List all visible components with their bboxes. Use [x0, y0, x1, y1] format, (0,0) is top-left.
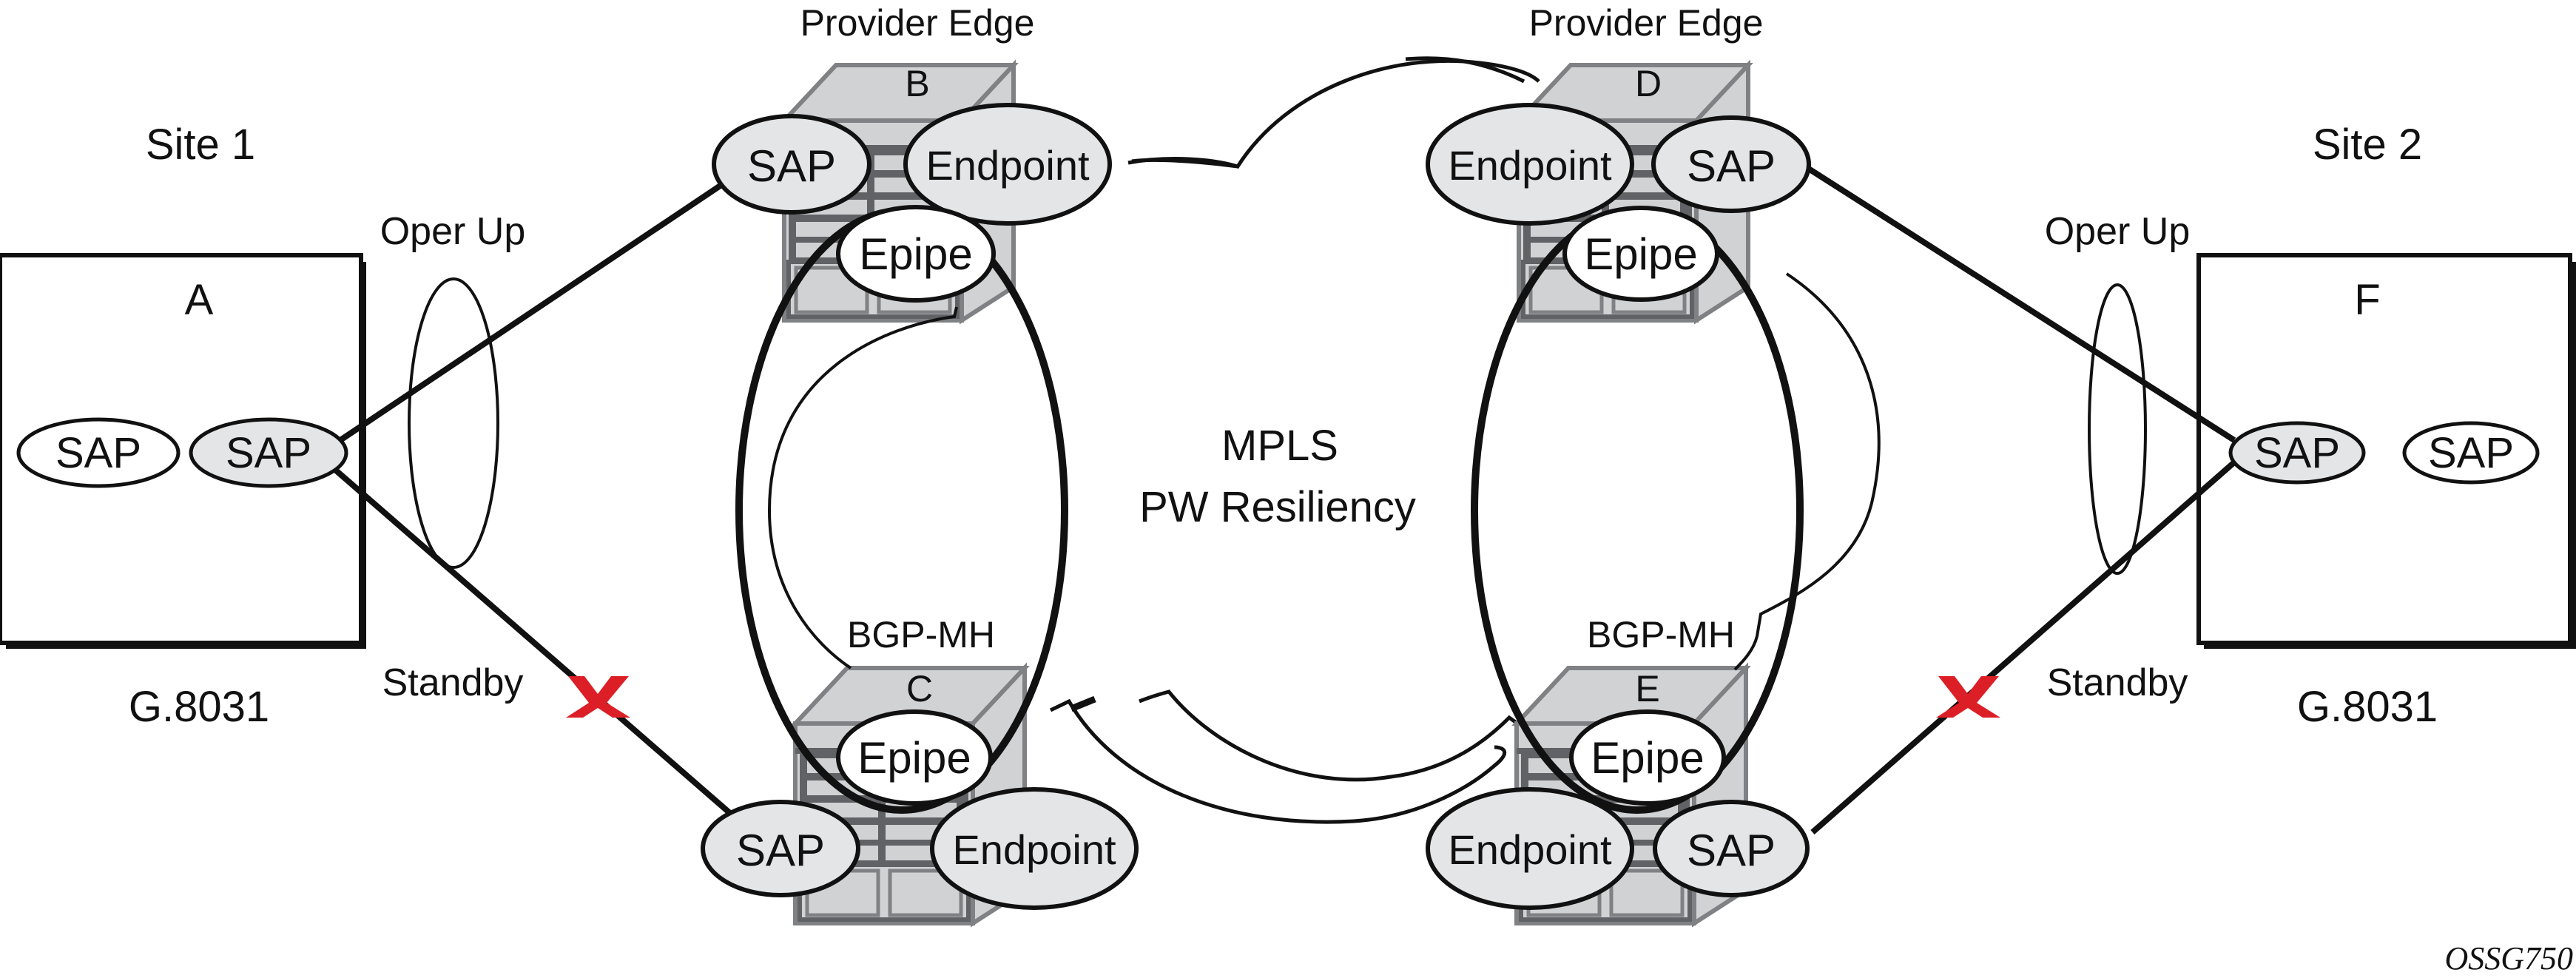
epipe-label: Epipe [1591, 733, 1704, 783]
endpoint-label: Endpoint [1448, 826, 1612, 873]
pe-d-header: Provider Edge [1529, 2, 1764, 44]
router-b-label: B [905, 63, 929, 104]
pe-e-header: BGP-MH [1587, 614, 1735, 655]
pw-link-b [1131, 158, 1238, 169]
router-c-endpoint[interactable]: Endpoint [930, 787, 1139, 910]
sap-label: SAP [55, 429, 141, 477]
endpoint-label: Endpoint [925, 142, 1090, 189]
sap-label: SAP [1687, 826, 1776, 875]
pe-b-header: Provider Edge [800, 2, 1035, 44]
link-f-d [1803, 163, 2236, 443]
site1-node-label: A [185, 276, 214, 324]
lag-ellipse-site1 [408, 277, 499, 569]
router-e-sap[interactable]: SAP [1653, 800, 1810, 897]
epipe-label: Epipe [859, 229, 972, 279]
site1-sap-2[interactable]: SAP [189, 417, 348, 488]
router-d-endpoint[interactable]: Endpoint [1426, 103, 1634, 226]
site1-sap-1[interactable]: SAP [16, 417, 181, 488]
site1-title: Site 1 [146, 121, 255, 169]
router-c-epipe[interactable]: Epipe [836, 709, 993, 806]
link-f-e [1810, 459, 2236, 835]
site2-title: Site 2 [2313, 121, 2422, 169]
sap-label: SAP [2428, 429, 2514, 477]
sap-label: SAP [1687, 141, 1776, 191]
lag-ellipse-site2 [2088, 283, 2147, 575]
site1-protection: G.8031 [129, 683, 269, 731]
epipe-label: Epipe [857, 733, 971, 783]
site1-oper-up: Oper Up [380, 210, 526, 253]
sap-label: SAP [736, 826, 825, 875]
site2-protection: G.8031 [2297, 683, 2438, 731]
core-label-line2: PW Resiliency [1139, 483, 1416, 531]
endpoint-label: Endpoint [1448, 142, 1612, 189]
site2-sap-2[interactable]: SAP [2402, 421, 2540, 485]
link-failure-icon-left [566, 676, 630, 718]
link-a-b [327, 175, 735, 451]
endpoint-label: Endpoint [952, 826, 1116, 873]
link-failure-icon-right [1936, 676, 2000, 718]
site2-node-label: F [2354, 276, 2380, 324]
bgp-mh-loop-left [767, 306, 958, 670]
sap-label: SAP [226, 429, 311, 477]
pw-link-d [1405, 56, 1525, 84]
sap-label: SAP [747, 141, 836, 191]
site2-oper-up: Oper Up [2045, 210, 2191, 253]
router-d-label: D [1635, 63, 1662, 104]
core-label-line1: MPLS [1221, 422, 1338, 470]
router-b-epipe[interactable]: Epipe [836, 205, 996, 303]
router-b-endpoint[interactable]: Endpoint [903, 103, 1112, 226]
router-e-label: E [1635, 668, 1659, 709]
sap-label: SAP [2254, 429, 2340, 477]
site1-standby: Standby [382, 661, 524, 704]
site2-standby: Standby [2047, 661, 2188, 704]
site2-sap-1[interactable]: SAP [2228, 421, 2366, 485]
router-d-epipe[interactable]: Epipe [1562, 206, 1719, 302]
epipe-label: Epipe [1584, 229, 1697, 279]
bgp-mh-loop-right [1733, 272, 1881, 671]
router-c-label: C [906, 668, 933, 709]
router-e-epipe[interactable]: Epipe [1569, 709, 1726, 806]
pe-c-header: BGP-MH [847, 614, 995, 655]
figure-id: OSSG750 [2444, 940, 2573, 977]
router-d-sap[interactable]: SAP [1651, 115, 1811, 213]
router-c-sap[interactable]: SAP [701, 800, 860, 897]
router-e-endpoint[interactable]: Endpoint [1426, 787, 1634, 910]
router-b-sap[interactable]: SAP [712, 114, 871, 215]
link-a-c [327, 462, 746, 828]
